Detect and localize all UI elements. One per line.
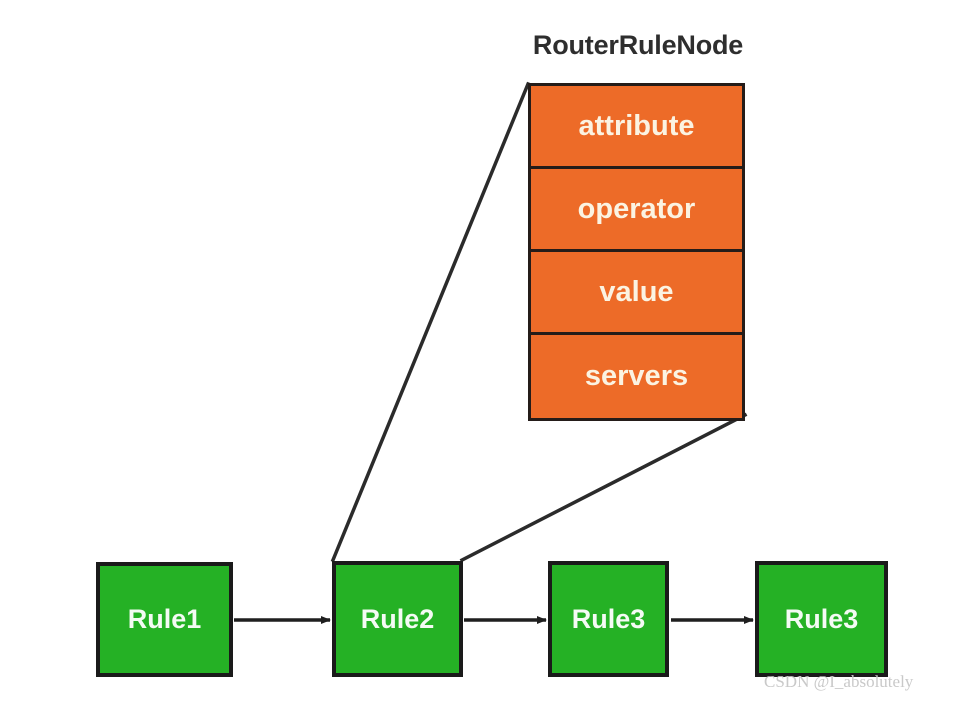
- field-row-value: value: [531, 252, 742, 335]
- rule-node-rule3-b: Rule3: [755, 561, 888, 677]
- rule-node-rule2: Rule2: [332, 561, 463, 677]
- callout-line-lower: [459, 412, 748, 563]
- field-label-servers: servers: [584, 360, 689, 392]
- rule-node-label: Rule3: [571, 603, 646, 634]
- field-row-operator: operator: [531, 169, 742, 252]
- rule-node-label: Rule3: [784, 603, 859, 634]
- field-label-attribute: attribute: [578, 109, 695, 142]
- watermark: CSDN @I_absolutely: [764, 672, 914, 691]
- rule-node-rule3-a: Rule3: [548, 561, 669, 677]
- field-label-value: value: [599, 275, 674, 308]
- rule-node-label: Rule1: [127, 604, 202, 634]
- router-rule-node-field-stack: attribute operator value servers: [528, 83, 745, 421]
- field-row-servers: servers: [531, 335, 742, 418]
- rule-node-rule1: Rule1: [96, 562, 233, 677]
- field-label-operator: operator: [577, 192, 696, 225]
- callout-line-upper: [330, 81, 531, 563]
- rule-node-label: Rule2: [360, 603, 435, 634]
- field-row-attribute: attribute: [531, 86, 742, 169]
- page-title: RouterRuleNode: [532, 30, 744, 60]
